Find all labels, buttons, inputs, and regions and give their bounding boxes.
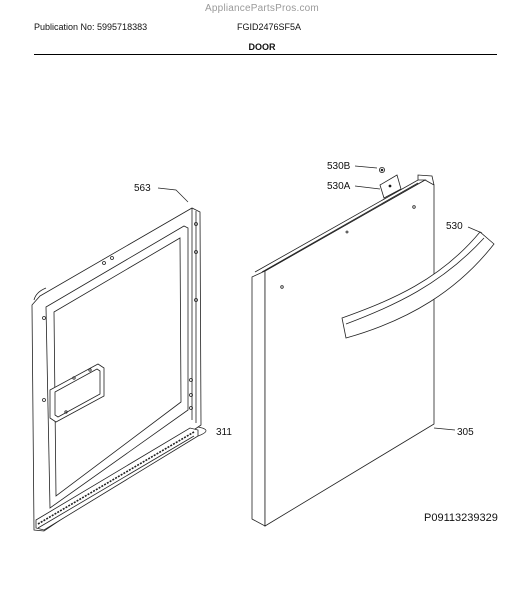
publication-number: Publication No: 5995718383 [34,22,148,32]
callout-530: 530 [446,221,463,232]
figure-id: P09113239329 [424,512,498,524]
bracket-screw [378,166,385,173]
door-handle [341,231,495,339]
watermark: AppliancePartsPros.com [205,3,319,14]
callout-311: 311 [216,427,232,438]
callout-305: 305 [457,427,474,438]
outer-door-panel [251,174,435,527]
callout-530B: 530B [327,161,351,172]
section-title: DOOR [248,42,276,52]
leader-lines [157,165,483,437]
handle-bracket [379,174,402,199]
callout-563: 563 [134,183,151,194]
model-number: FGID2476SF5A [237,22,302,32]
header-divider [34,54,497,55]
callout-530A: 530A [327,181,351,192]
